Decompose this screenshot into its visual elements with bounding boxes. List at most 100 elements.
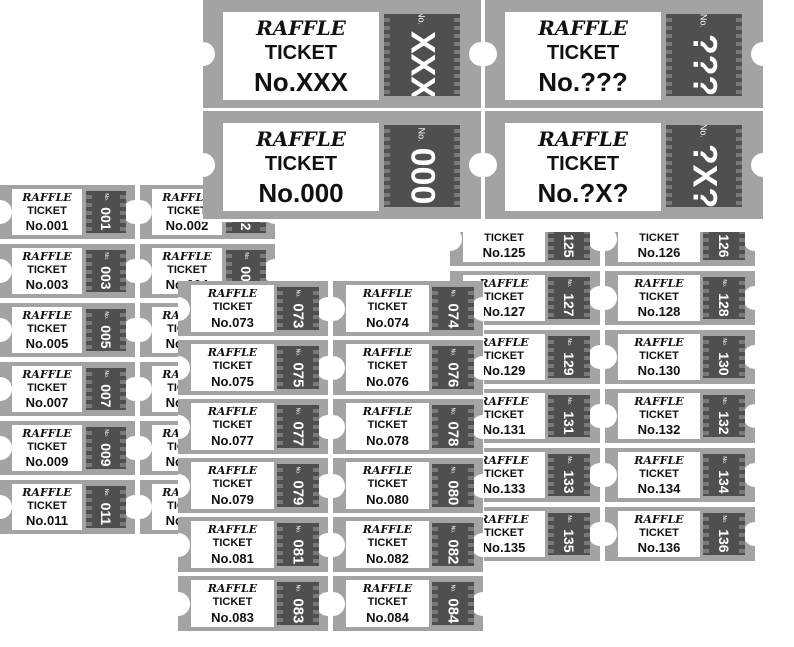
ticket-raffle-label: RAFFLE: [22, 485, 72, 499]
ticket-raffle-label: RAFFLE: [207, 287, 258, 300]
stub-number: 077: [289, 420, 307, 446]
ticket-number-prefix: No.: [366, 315, 388, 330]
ticket-sheet-right: RAFFLETICKETNo.125No.125RAFFLETICKETNo.1…: [450, 232, 760, 572]
stub-number: 126: [716, 234, 732, 258]
ticket-stub: No.005: [86, 309, 126, 351]
stub-text: No.001: [98, 193, 114, 230]
stub-text: No.076: [445, 348, 462, 387]
ticket-notch: [751, 42, 763, 66]
stub-perforation: [86, 368, 92, 410]
ticket-notch: [588, 463, 600, 487]
ticket-raffle-label: RAFFLE: [207, 582, 258, 595]
ticket-notch: [178, 355, 190, 380]
ticket-notch: [751, 153, 763, 177]
ticket-raffle-label: RAFFLE: [207, 464, 258, 477]
ticket-number: No.074: [366, 316, 409, 329]
ticket-stub: No.078: [432, 405, 474, 448]
stub-perforation: [432, 523, 438, 566]
ticket-raffle-label: RAFFLE: [207, 405, 258, 418]
stub-perforation: [739, 336, 745, 378]
ticket-notch: [333, 355, 345, 380]
ticket-number-code: 134: [658, 481, 681, 497]
ticket-stub: No.134: [703, 454, 745, 496]
stub-text: No.134: [716, 456, 732, 493]
ticket-notch: [333, 296, 345, 321]
ticket-notch: [316, 591, 328, 616]
ticket-number-prefix: No.: [637, 245, 659, 261]
ticket-notch: [485, 42, 497, 66]
stub-no-label: No.: [566, 397, 572, 406]
ticket-number-code: 003: [46, 277, 69, 293]
ticket-stub: No.076: [432, 346, 474, 389]
ticket-number-prefix: No.: [25, 454, 47, 470]
ticket-raffle-label: RAFFLE: [22, 426, 72, 440]
ticket-number-code: 005: [46, 336, 69, 352]
ticket-ticket-label: TICKET: [27, 322, 67, 335]
ticket-stub: No.009: [86, 427, 126, 469]
ticket-raffle-label: RAFFLE: [479, 512, 529, 526]
ticket-number-code: 080: [387, 492, 409, 507]
ticket-number-code: 011: [46, 513, 68, 529]
stub-text: No.136: [716, 515, 732, 552]
ticket-raffle-label: RAFFLE: [22, 190, 72, 204]
stub-perforation: [226, 250, 232, 292]
ticket-number-prefix: No.: [366, 610, 388, 625]
stub-no-label: No.: [450, 348, 456, 356]
stub-text: No.135: [561, 515, 577, 552]
stub-number: 133: [561, 470, 577, 494]
ticket-number-code: 130: [658, 363, 681, 379]
ticket-stub: No.007: [86, 368, 126, 410]
ticket-number-prefix: No.: [366, 374, 388, 389]
ticket-notch: [123, 495, 135, 519]
ticket-stub: No. 077: [277, 405, 319, 448]
ticket-ticket-label: TICKET: [212, 478, 253, 490]
stub-perforation: [384, 14, 390, 96]
ticket-number-code: 132: [658, 422, 681, 438]
stub-text: No.009: [98, 429, 114, 466]
ticket-number-prefix: No.: [366, 492, 388, 507]
stub-number: 127: [561, 293, 577, 317]
stub-perforation: [584, 277, 590, 319]
ticket-number-prefix: No.: [482, 363, 504, 379]
ticket-ticket-label: TICKET: [27, 499, 67, 512]
ticket-stub: No.075: [277, 346, 319, 389]
ticket-notch: [123, 318, 135, 342]
ticket-number: No.133: [483, 482, 526, 495]
stub-perforation: [260, 250, 266, 292]
stub-text: No.079: [290, 466, 307, 505]
ticket-stub: No.128: [703, 277, 745, 319]
ticket-raffle-label: RAFFLE: [362, 464, 413, 477]
ticket-ticket-label: TICKET: [212, 360, 253, 372]
ticket-ticket-label: TICKET: [484, 232, 524, 244]
stub-perforation: [666, 14, 672, 96]
stub-perforation: [432, 405, 438, 448]
ticket-raffle-label: RAFFLE: [634, 394, 684, 408]
stub-text: No.073: [290, 289, 307, 328]
stub-no-label: No.: [295, 407, 301, 415]
ticket-notch: [605, 463, 617, 487]
ticket-raffle-label: RAFFLE: [479, 276, 529, 290]
ticket-number: No.126: [638, 246, 681, 259]
ticket-number-prefix: No.: [25, 277, 47, 293]
ticket-notch: [743, 345, 755, 369]
ticket-number-prefix: No.: [637, 422, 659, 438]
ticket-notch: [0, 377, 12, 401]
stub-number: 131: [561, 411, 577, 435]
ticket-notch: [123, 377, 135, 401]
ticket-stub: No.127: [548, 277, 590, 319]
ticket-stub: No.084: [432, 582, 474, 625]
stub-no-label: No.: [103, 252, 109, 261]
ticket-number: No.003: [26, 278, 69, 291]
